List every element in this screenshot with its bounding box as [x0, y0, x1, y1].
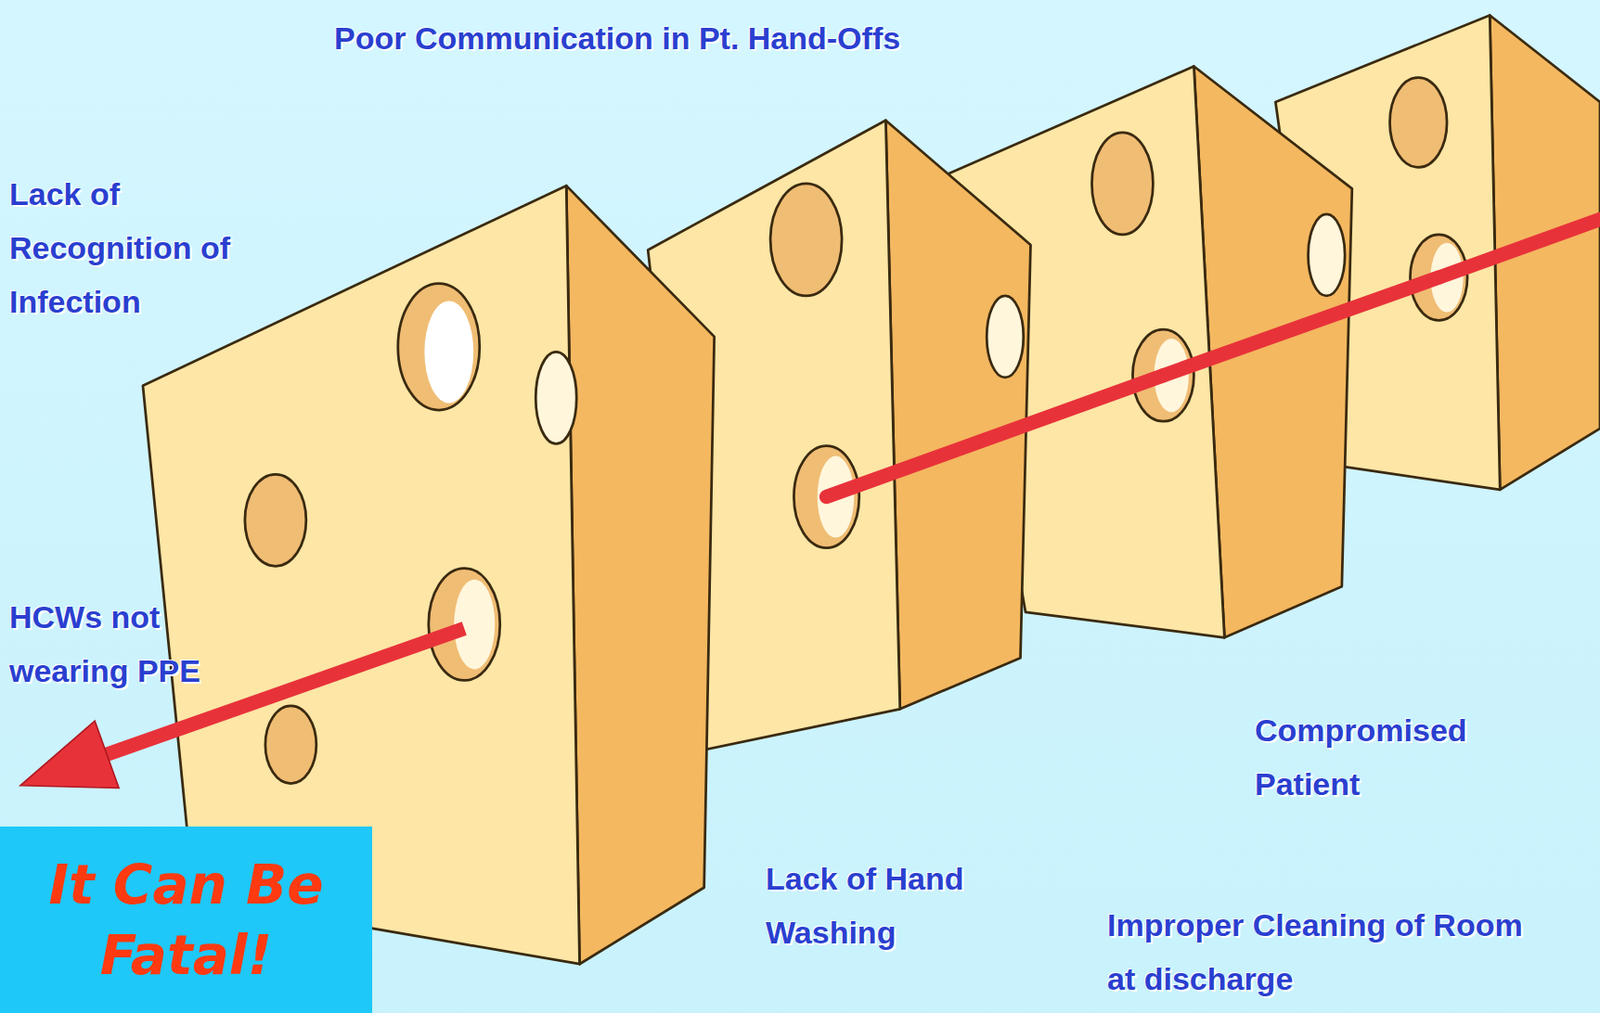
cheese-hole — [398, 283, 480, 411]
hazard-label: HCWs not wearing PPE — [9, 590, 223, 698]
hazard-arrow — [1162, 277, 1439, 376]
cheese-hole — [1390, 77, 1448, 168]
hazard-label: Compromised Patient — [1254, 703, 1562, 812]
hazard-arrow — [826, 375, 1164, 498]
cheese-hole — [245, 474, 307, 567]
hazard-label: Lack of Recognition of Infection — [9, 167, 288, 329]
cheese-hole — [1308, 214, 1346, 297]
hazard-arrow — [106, 628, 465, 755]
cheese-hole — [770, 183, 842, 297]
cheese-hole — [265, 706, 317, 785]
cheese-side — [566, 185, 714, 965]
hazard-label: Improper Cleaning of Room at discharge — [1107, 898, 1544, 1007]
cheese-hole — [535, 351, 577, 444]
hazard-label: Poor Communication in Pt. Hand-Offs — [334, 11, 1170, 65]
warning-box: It Can Be Fatal! — [0, 826, 373, 1013]
cheese-hole-light — [424, 300, 474, 403]
hazard-label: Lack of Hand Washing — [765, 851, 1063, 960]
cheese-hole — [1091, 132, 1153, 235]
arrow-head — [20, 721, 119, 788]
cheese-hole — [428, 568, 501, 682]
cheese-hole — [986, 296, 1024, 378]
cheese-side — [885, 120, 1031, 710]
hazard-arrow — [1438, 219, 1600, 278]
warning-text: It Can Be Fatal! — [18, 850, 354, 992]
